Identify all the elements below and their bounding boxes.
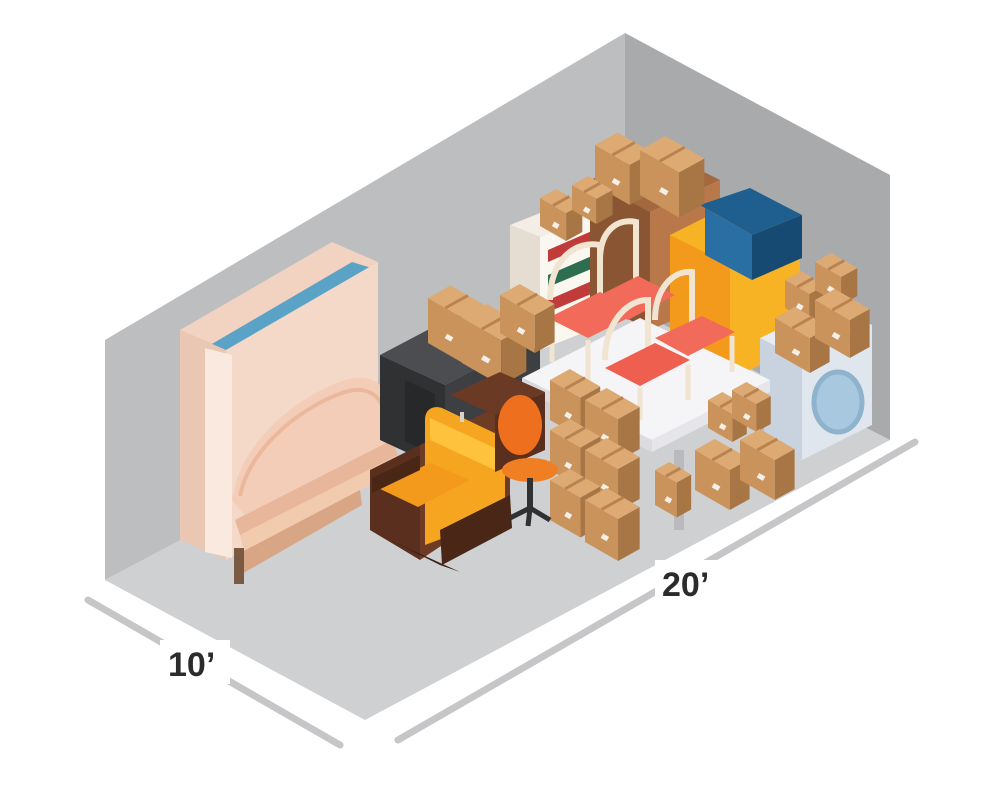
cardboard-box <box>640 136 705 218</box>
dining-chair-icon <box>547 218 735 420</box>
cardboard-box-icon <box>428 132 870 561</box>
headboard-icon <box>232 377 398 584</box>
cardboard-box <box>585 488 640 561</box>
cardboard-box <box>740 429 795 500</box>
cardboard-box <box>732 382 771 432</box>
office-chair-icon <box>498 395 558 527</box>
cardboard-box <box>655 462 692 518</box>
cardboard-box <box>695 439 750 510</box>
cardboard-box <box>572 176 613 224</box>
chair-4 <box>652 268 735 372</box>
cardboard-box <box>815 289 870 358</box>
chair-3 <box>602 296 691 420</box>
chair-2 <box>590 218 675 320</box>
armchair-icon <box>370 400 512 572</box>
cardboard-box <box>500 284 555 353</box>
dimension-lines: 10’ 20’ <box>84 438 919 749</box>
width-dimension-label: 10’ <box>168 646 215 684</box>
length-dimension-label: 20’ <box>662 566 709 604</box>
